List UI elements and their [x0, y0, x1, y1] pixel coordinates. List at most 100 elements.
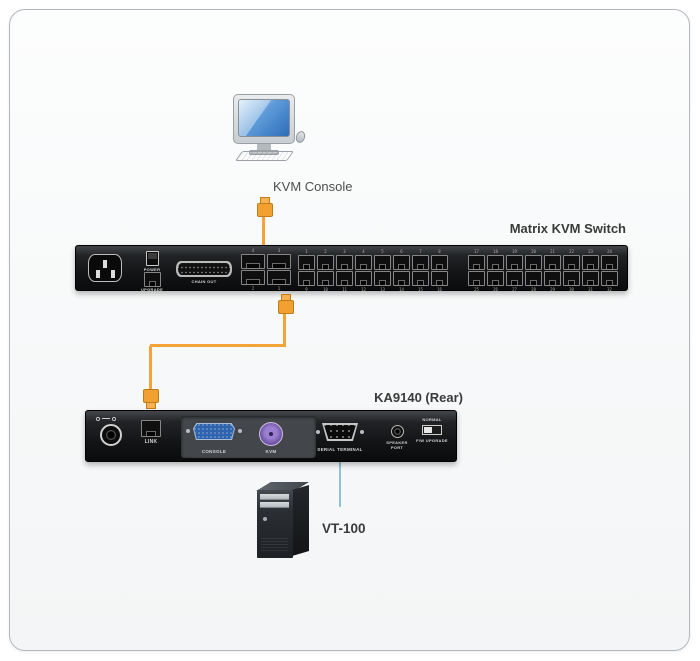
port-number: 21: [550, 249, 555, 254]
port-number: 7: [419, 249, 422, 254]
rj45-port: [487, 271, 504, 286]
rj45-port: [317, 255, 334, 270]
rj45-port: [601, 255, 618, 270]
port-number: 2: [251, 286, 255, 291]
port-number: 26: [493, 287, 498, 292]
port-number: 29: [550, 287, 555, 292]
rj45-port: [582, 255, 599, 270]
port-number: 10: [323, 287, 328, 292]
upgrade-label: UPGRADE: [140, 287, 164, 292]
port-number: 16: [437, 287, 442, 292]
port-number: 25: [474, 287, 479, 292]
kvm-label: KVM: [265, 449, 277, 454]
rj45-port: [563, 255, 580, 270]
rj45-port: [431, 271, 448, 286]
rj45-port: [525, 255, 542, 270]
rj45-plug-icon: [278, 294, 294, 314]
monitor-screen: [238, 99, 290, 137]
port-number: 32: [607, 287, 612, 292]
tower-vents: [261, 538, 288, 552]
port-number: 13: [380, 287, 385, 292]
port-number: 2: [324, 249, 327, 254]
rj45-plug-icon: [143, 389, 159, 409]
rj45-port: [525, 271, 542, 286]
port-number: 27: [512, 287, 517, 292]
fw-upgrade-label: F/W UPGRADE: [416, 438, 448, 443]
dc-polarity-icon: [96, 416, 126, 421]
rj45-port: [393, 271, 410, 286]
upgrade-port: [144, 272, 161, 287]
rj45-port: [468, 255, 485, 270]
ac-power-inlet-icon: [88, 254, 122, 282]
rj45-port: [317, 271, 334, 286]
rj45-port: [355, 255, 372, 270]
vga-console-port-icon: [193, 423, 235, 440]
rj45-port: [267, 270, 291, 285]
rj45-port: [393, 255, 410, 270]
port-number: 15: [418, 287, 423, 292]
port-number: 20: [531, 249, 536, 254]
power-switch-icon: [146, 251, 159, 266]
tower-front-face: [257, 490, 293, 558]
port-number: 28: [531, 287, 536, 292]
cable-switch-to-extender-horizontal: [150, 344, 286, 347]
port-number: 4: [362, 249, 365, 254]
cable-switch-to-extender-drop: [149, 346, 152, 391]
dc-power-jack-icon: [100, 424, 122, 446]
rj45-port: [563, 271, 580, 286]
port-number: 14: [399, 287, 404, 292]
port-number: 19: [512, 249, 517, 254]
port-number: 4: [251, 248, 255, 253]
rj45-port: [241, 254, 265, 269]
port-number: 6: [400, 249, 403, 254]
rj45-port: [468, 271, 485, 286]
serial-terminal-label: SERIAL TERMINAL: [317, 447, 363, 452]
link-port: [141, 420, 161, 437]
vt100-label: VT-100: [322, 521, 366, 536]
drive-bay: [260, 502, 289, 508]
rj45-port: [267, 254, 291, 269]
rj45-port: [412, 271, 429, 286]
tower-side-face: [292, 485, 309, 556]
port-number: 8: [438, 249, 441, 254]
rj45-port: [601, 271, 618, 286]
port-number: 30: [569, 287, 574, 292]
chain-out-label: CHAIN OUT: [191, 279, 217, 284]
rj45-port: [298, 271, 315, 286]
port-number: 11: [342, 287, 347, 292]
chain-out-port-icon: [176, 261, 232, 277]
rj45-port: [336, 255, 353, 270]
serial-terminal-port-icon: [316, 421, 364, 443]
cable-console-to-switch: [262, 213, 265, 246]
console-label: CONSOLE: [201, 449, 227, 454]
port-number: 23: [588, 249, 593, 254]
cable-switch-to-extender-vertical: [283, 296, 286, 346]
rj45-port: [544, 255, 561, 270]
port-number: 17: [474, 249, 479, 254]
rj45-port: [582, 271, 599, 286]
rj45-port: [298, 255, 315, 270]
console-port-panel: CONSOLE KVM: [181, 416, 316, 458]
keyboard-icon: [234, 151, 294, 161]
monitor-base: [249, 150, 279, 155]
port-number: 31: [588, 287, 593, 292]
port-number: 12: [361, 287, 366, 292]
rj45-port: [355, 271, 372, 286]
kvm-console-label: KVM Console: [273, 179, 353, 194]
normal-label: NORMAL: [422, 417, 442, 422]
rj45-plug-icon: [257, 197, 273, 217]
port-number: 1: [277, 286, 281, 291]
speaker-port-label: SPEAKER PORT: [386, 440, 408, 450]
port-number: 24: [607, 249, 612, 254]
speaker-port-icon: [391, 425, 404, 438]
ps2-port-icon: [259, 422, 283, 446]
rj45-port: [336, 271, 353, 286]
rj45-port: [506, 255, 523, 270]
matrix-kvm-switch-label: Matrix KVM Switch: [509, 221, 626, 236]
rj45-port: [374, 255, 391, 270]
rj45-port: [487, 255, 504, 270]
diagram-background-panel: [9, 9, 690, 651]
